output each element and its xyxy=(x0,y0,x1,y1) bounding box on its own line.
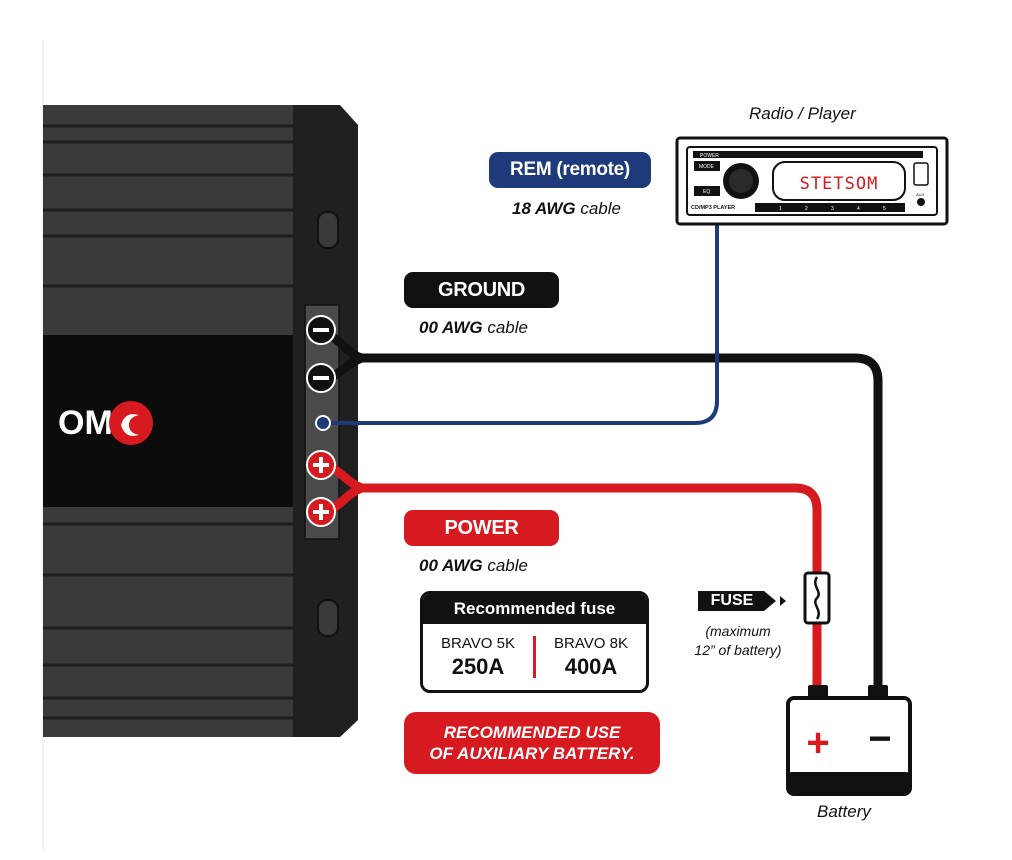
radio-knob-center xyxy=(729,169,753,193)
radio-title: Radio / Player xyxy=(749,104,856,123)
radio-mode-button xyxy=(694,161,720,171)
fuse-note-line-1: (maximum xyxy=(705,623,771,639)
battery-positive-post xyxy=(808,685,828,699)
battery: + − xyxy=(786,685,912,796)
ground-gauge: 00 AWG xyxy=(419,318,483,337)
amplifier: OM xyxy=(43,105,358,737)
ground-cable-note: 00 AWG cable xyxy=(419,318,528,338)
fuse-model-name: BRAVO 8K xyxy=(554,634,628,652)
plus-icon xyxy=(313,504,329,520)
fuse-column-divider xyxy=(533,636,536,678)
radio-preset-bar xyxy=(755,203,905,212)
battery-minus-sign: − xyxy=(868,717,891,761)
radio-preset-1: 1 xyxy=(779,206,782,212)
fuse-distance-note: (maximum 12” of battery) xyxy=(678,622,798,660)
fuse-column-bravo-8k: BRAVO 8K 400A xyxy=(536,635,646,680)
radio-display-text: STETSOM xyxy=(800,174,879,194)
minus-icon xyxy=(313,328,329,332)
auxiliary-battery-note: RECOMMENDED USE OF AUXILIARY BATTERY. xyxy=(404,712,660,774)
rem-wire xyxy=(328,220,719,425)
battery-label: Battery xyxy=(817,802,871,821)
radio-preset-2: 2 xyxy=(805,206,808,212)
fuse-table-header: Recommended fuse xyxy=(423,594,646,624)
rem-cable-note: 18 AWG cable xyxy=(512,199,621,219)
radio-eq-label: EQ xyxy=(703,189,710,195)
aux-note-line-2: OF AUXILIARY BATTERY. xyxy=(429,744,635,763)
ground-label: GROUND xyxy=(404,272,559,308)
heatsink-fins xyxy=(43,124,300,720)
fuse-tag-label: FUSE xyxy=(710,592,754,609)
recommended-fuse-table: Recommended fuse BRAVO 5K 250A BRAVO 8K … xyxy=(420,591,649,693)
plus-icon xyxy=(313,457,329,473)
radio-player: POWER MODE EQ STETSOM AUX CD/MP3 PLAYER … xyxy=(675,136,949,226)
fuse-column-bravo-5k: BRAVO 5K 250A xyxy=(423,635,533,680)
radio-preset-5: 5 xyxy=(883,206,886,212)
fuse-table-columns: BRAVO 5K 250A BRAVO 8K 400A xyxy=(423,624,646,690)
battery-plus-sign: + xyxy=(806,721,829,765)
rem-cable-suffix: cable xyxy=(580,199,621,218)
fuse-amperage: 250A xyxy=(451,653,505,679)
radio-top-bar xyxy=(693,151,923,158)
fuse-element-icon xyxy=(814,576,820,620)
fuse-amperage: 400A xyxy=(564,653,618,679)
battery-negative-post xyxy=(868,685,888,699)
radio-mode-label: MODE xyxy=(699,164,715,170)
usb-port-icon xyxy=(913,162,929,186)
mounting-slot xyxy=(317,211,339,249)
battery-base xyxy=(788,772,910,794)
rem-terminal xyxy=(315,415,331,431)
terminals xyxy=(306,315,336,527)
aux-jack-icon xyxy=(917,198,925,206)
rem-label: REM (remote) xyxy=(489,152,651,188)
radio-aux-label: AUX xyxy=(916,192,925,197)
fuse-pointer-arrow-icon xyxy=(780,596,786,606)
fuse-model-name: BRAVO 5K xyxy=(441,634,515,652)
amplifier-logo-text: OM xyxy=(58,404,113,442)
inline-fuse xyxy=(803,571,831,625)
fuse-note-line-2: 12” of battery) xyxy=(694,642,782,658)
minus-icon xyxy=(313,376,329,380)
rem-gauge: 18 AWG xyxy=(512,199,576,218)
power-cable-suffix: cable xyxy=(487,556,528,575)
ground-cable-suffix: cable xyxy=(487,318,528,337)
fuse-tag-shape xyxy=(698,591,776,611)
power-label: POWER xyxy=(404,510,559,546)
radio-power-button-label: POWER xyxy=(700,153,719,159)
power-cable-note: 00 AWG cable xyxy=(419,556,528,576)
radio-model-text: CD/MP3 PLAYER xyxy=(691,205,735,211)
logo-panel xyxy=(43,335,301,507)
aux-note-line-1: RECOMMENDED USE xyxy=(443,723,621,742)
brand-logo-icon xyxy=(109,401,153,445)
radio-display xyxy=(772,161,906,201)
power-gauge: 00 AWG xyxy=(419,556,483,575)
brand-swirl-icon xyxy=(121,414,139,436)
radio-eq-button xyxy=(694,186,720,196)
radio-preset-4: 4 xyxy=(857,206,860,212)
mounting-slot xyxy=(317,599,339,637)
radio-preset-3: 3 xyxy=(831,206,834,212)
